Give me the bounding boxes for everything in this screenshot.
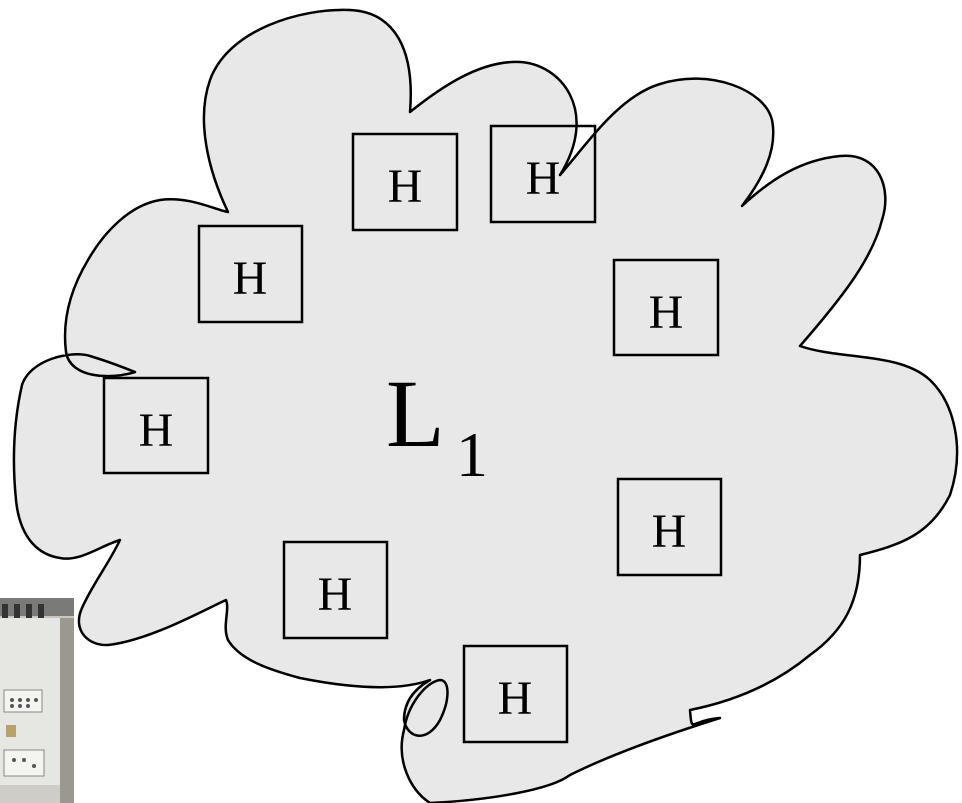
h-box-6: H — [616, 477, 723, 577]
h-box-3: H — [197, 224, 304, 324]
svg-text:H: H — [318, 568, 353, 621]
svg-text:H: H — [649, 286, 684, 339]
svg-text:H: H — [526, 152, 561, 205]
h-box-7: H — [282, 540, 389, 640]
svg-text:H: H — [233, 252, 268, 305]
svg-text:H: H — [652, 505, 687, 558]
svg-text:H: H — [498, 672, 533, 725]
h-box-4: H — [612, 258, 720, 357]
svg-text:L: L — [386, 360, 445, 467]
cloud-region — [12, 8, 959, 803]
region-label: L 1 — [386, 360, 488, 490]
svg-text:H: H — [139, 404, 174, 457]
h-box-8: H — [462, 644, 569, 744]
h-box-2: H — [489, 124, 597, 224]
svg-text:H: H — [388, 160, 423, 213]
equipment-photo-icon — [0, 598, 74, 803]
h-box-5: H — [102, 376, 210, 475]
svg-text:1: 1 — [456, 419, 488, 490]
h-box-1: H — [351, 132, 459, 232]
